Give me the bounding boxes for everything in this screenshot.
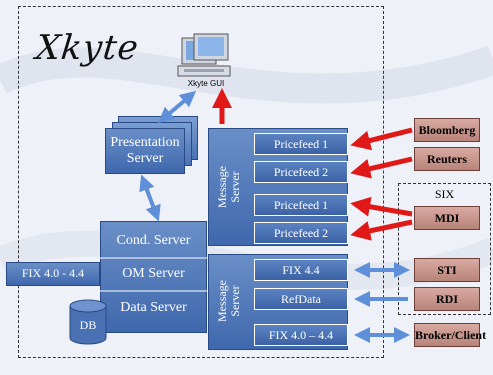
pricefeed-2-mdi: Pricefeed 2 — [254, 222, 348, 244]
arrow-reuters — [350, 156, 413, 179]
om-server: OM Server — [122, 266, 185, 281]
arrow-mdi-2 — [350, 219, 413, 241]
mdi-box: MDI — [414, 206, 480, 230]
refdata-feed: RefData — [254, 288, 348, 310]
arrow-bloomberg — [350, 127, 413, 151]
arrow-presentation-cond — [139, 174, 161, 222]
core-server-block — [100, 221, 207, 333]
fix-broker-feed: FIX 4.0 – 4.4 — [254, 324, 348, 346]
pricefeed-2-reuters: Pricefeed 2 — [254, 161, 348, 183]
fix-4-4-feed: FIX 4.4 — [254, 259, 348, 281]
arrow-gui-presentation — [157, 90, 197, 124]
xkyte-boundary — [18, 6, 384, 358]
data-server: Data Server — [120, 300, 187, 315]
rdi-box: RDI — [414, 287, 480, 311]
pricefeed-1-bloomberg: Pricefeed 1 — [254, 133, 348, 155]
six-label: SIX — [434, 187, 455, 201]
sti-box: STI — [414, 258, 480, 282]
presentation-server-label-1: Presentation — [110, 135, 180, 150]
gui-label: Xkyte GUI — [187, 79, 225, 88]
cond-server: Cond. Server — [116, 233, 191, 248]
fix-external-box — [6, 262, 100, 286]
reuters-box: Reuters — [414, 147, 480, 171]
presentation-server-label-2: Server — [126, 151, 164, 166]
db-label: DB — [79, 318, 97, 332]
pricefeed-1-mdi: Pricefeed 1 — [254, 194, 348, 216]
arrow-mdi-1 — [350, 196, 413, 217]
fix-external-label: FIX 4.0 - 4.4 — [21, 266, 85, 280]
six-boundary — [398, 183, 491, 315]
bloomberg-box: Bloomberg — [414, 118, 480, 142]
broker-client-box: Broker/Client — [414, 323, 486, 347]
presentation-server: Presentation Server — [105, 128, 185, 174]
